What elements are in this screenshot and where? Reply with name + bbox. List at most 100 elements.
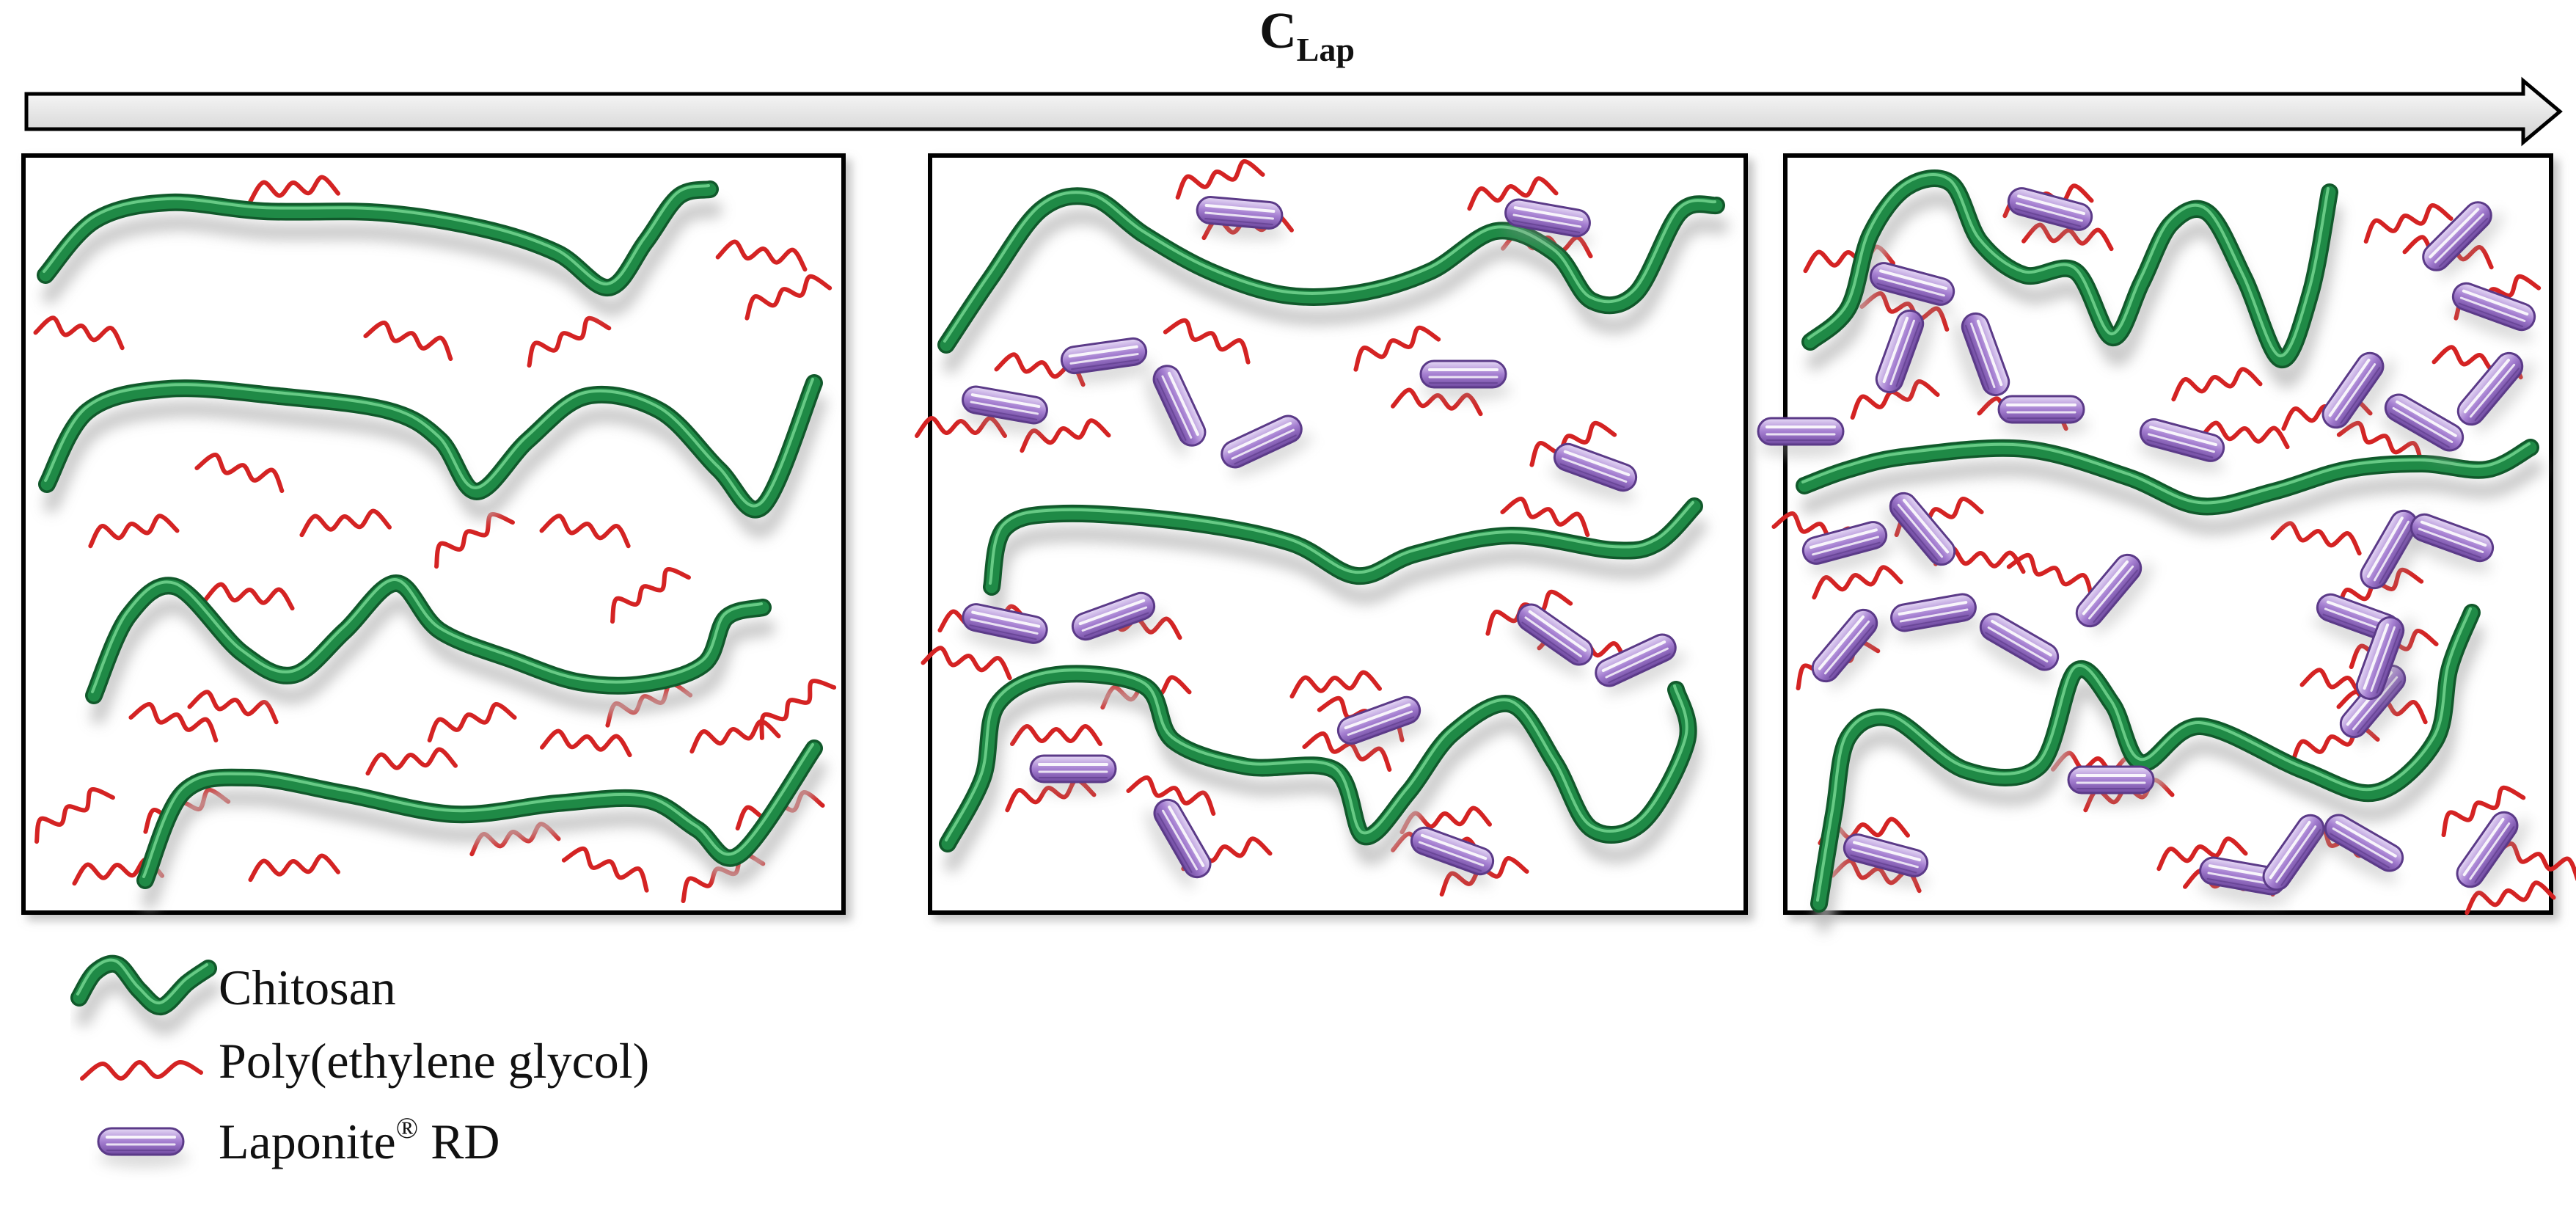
peg-chain [610, 566, 691, 624]
chitosan-chain [38, 374, 827, 538]
peg-chain [2006, 552, 2094, 599]
laponite-disc [1221, 414, 1313, 477]
laponite-disc [1336, 695, 1430, 753]
laponite-disc [2198, 856, 2288, 905]
laponite-disc [1875, 309, 1934, 398]
laponite-disc [2075, 553, 2154, 635]
chitosan-chain [1810, 604, 2484, 932]
legend-chitosan-icon [70, 954, 221, 1036]
chitosan-chain [939, 665, 1701, 872]
legend-laponite-icon [97, 1127, 189, 1168]
peg-chain [128, 702, 219, 743]
laponite-disc [2067, 765, 2159, 806]
laponite-disc [1867, 262, 1955, 316]
peg-chain [540, 728, 632, 758]
legend-peg-label: Poly(ethylene glycol) [219, 1033, 650, 1089]
laponite-disc [2379, 393, 2465, 463]
peg-chain [759, 679, 837, 740]
peg-chain [194, 453, 285, 494]
chitosan-chain [983, 497, 1707, 616]
laponite-disc [1510, 603, 1594, 677]
peg-chain [248, 853, 340, 883]
peg-chain [2363, 203, 2454, 244]
chitosan-chain [1801, 169, 2342, 388]
laponite-disc [1890, 593, 1984, 641]
chitosan-layer [37, 169, 2543, 932]
laponite-disc [2319, 814, 2404, 883]
legend [70, 954, 221, 1168]
peg-chain [202, 582, 295, 611]
laponite-disc [1811, 608, 1889, 690]
peg-chain [1353, 325, 1441, 372]
laponite-disc [1953, 312, 2010, 406]
laponite-disc [2321, 351, 2396, 435]
laponite-disc [1060, 337, 1155, 384]
chitosan-chain [37, 180, 722, 316]
laponite-disc [1419, 359, 1512, 401]
laponite-disc [2456, 351, 2535, 433]
peg-chain [744, 274, 833, 321]
laponite-disc [1145, 798, 1212, 889]
laponite-disc [1071, 591, 1165, 649]
panel-low-frame [21, 153, 846, 915]
laponite-disc [1801, 521, 1896, 574]
peg-chain [1010, 724, 1102, 746]
laponite-disc [2005, 187, 2093, 241]
peg-chain [2171, 367, 2263, 402]
peg-chain [1163, 318, 1251, 365]
laponite-disc [960, 385, 1050, 434]
peg-chain [561, 846, 649, 893]
chitosan-chain [136, 739, 827, 909]
peg-chain [1485, 589, 1573, 636]
peg-chain [427, 702, 517, 743]
peg-chain [527, 315, 612, 368]
peg-chain [2198, 420, 2290, 450]
laponite-disc [1029, 754, 1121, 795]
peg-chain [1126, 775, 1216, 817]
peg-chain [539, 514, 631, 549]
chitosan-chain [85, 574, 775, 724]
laponite-disc [1974, 613, 2060, 682]
chitosan-chain [1796, 439, 2543, 536]
laponite-layer [959, 187, 2536, 905]
laponite-disc [1549, 442, 1638, 502]
laponite-disc [1997, 395, 2090, 436]
laponite-disc [1196, 196, 1287, 241]
peg-chain [365, 747, 458, 776]
legend-peg-icon [80, 1060, 203, 1081]
laponite-disc [2422, 201, 2504, 279]
peg-chain [363, 321, 453, 362]
peg-chain [2156, 836, 2248, 872]
laponite-disc [1840, 833, 1929, 888]
legend-laponite-label: Laponite® RD [219, 1111, 500, 1169]
laponite-disc [2137, 418, 2225, 472]
peg-chain [2270, 521, 2362, 556]
concentration-axis-label: CLap [1259, 3, 1355, 68]
laponite-disc [1406, 826, 1495, 885]
peg-chain [1812, 565, 1903, 600]
peg-chain [1529, 420, 1617, 467]
laponite-disc [2448, 282, 2536, 341]
peg-chain [2441, 785, 2526, 838]
peg-chain [299, 508, 392, 538]
peg-chain [248, 175, 340, 204]
peg-chain [1500, 497, 1590, 538]
laponite-disc [2406, 513, 2495, 572]
laponite-disc [1503, 198, 1593, 247]
peg-chain [34, 786, 115, 844]
peg-chain [1289, 670, 1382, 699]
laponite-disc [2456, 811, 2530, 894]
laponite-disc [1881, 492, 1956, 577]
peg-chain [1175, 159, 1265, 200]
peg-chain [1467, 176, 1559, 211]
peg-chain [689, 719, 781, 754]
laponite-disc [1757, 417, 1849, 458]
laponite-disc [1144, 365, 1207, 457]
laponite-disc [1595, 633, 1687, 695]
peg-chain [187, 690, 279, 725]
concentration-arrow [24, 76, 2563, 147]
peg-chain [88, 514, 180, 549]
peg-chain [715, 239, 808, 272]
